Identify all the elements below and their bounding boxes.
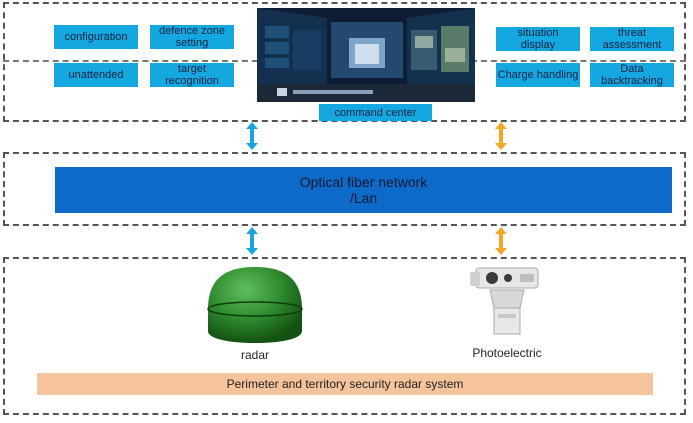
arrow-blue-upper [246, 122, 258, 150]
arrow-orange-upper [495, 122, 507, 150]
defence-zone-setting-box: defence zone setting [150, 25, 234, 49]
radar-dome-icon [207, 267, 303, 343]
charge-handling-box: Charge handling [496, 63, 580, 87]
photoelectric-label: Photoelectric [472, 346, 542, 360]
perimeter-security-system-bar: Perimeter and territory security radar s… [37, 373, 653, 395]
radar-label: radar [240, 348, 269, 362]
command-center-label: command center [319, 104, 432, 121]
middle-zone-frame [3, 152, 686, 226]
command-center-image [257, 8, 475, 102]
target-recognition-box: target recognition [150, 63, 234, 87]
situation-display-box: situation display [496, 27, 580, 51]
photoelectric-camera-icon [470, 267, 539, 335]
arrow-orange-lower [495, 227, 507, 255]
bottom-zone-frame [3, 257, 686, 415]
top-zone-frame [3, 2, 686, 122]
unattended-box: unattended [54, 63, 138, 87]
data-backtracking-box: Data backtracking [590, 63, 674, 87]
optical-fiber-network-bar: Optical fiber network /Lan [55, 167, 672, 213]
threat-assessment-box: threat assessment [590, 27, 674, 51]
arrow-blue-lower [246, 227, 258, 255]
configuration-box: configuration [54, 25, 138, 49]
